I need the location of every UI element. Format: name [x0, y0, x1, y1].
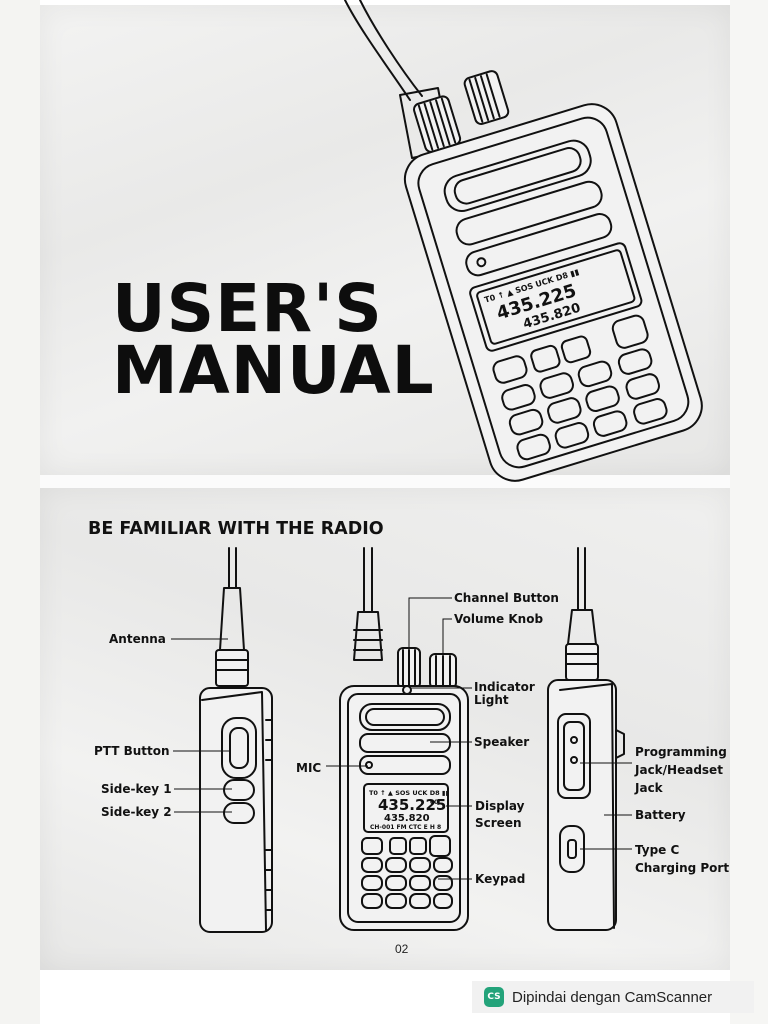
- label-ptt-button: PTT Button: [94, 744, 170, 758]
- label-indicator-light: Indicator Light: [474, 681, 535, 707]
- label-volume-knob: Volume Knob: [454, 612, 544, 626]
- label-mic: MIC: [296, 761, 322, 775]
- manual-title-line-1: USER'S: [112, 270, 383, 347]
- label-indicator-light-line-2: Light: [474, 693, 509, 707]
- scan-border-right: [730, 0, 768, 1024]
- front-screen-freq-main-suffix: 00: [430, 799, 438, 806]
- front-screen-freq-sub: 435.820: [384, 813, 430, 824]
- manual-title: USER'S MANUAL: [112, 270, 435, 409]
- section-heading: BE FAMILIAR WITH THE RADIO: [88, 519, 384, 539]
- camscanner-watermark: CS Dipindai dengan CamScanner: [472, 981, 754, 1013]
- label-display-screen-line-1: Display: [475, 799, 525, 813]
- manual-title-line-2: MANUAL: [112, 332, 435, 409]
- cover-radio-illustration: T0 ↑ ▲ SOS UCK D8 ▮▮ 435.225 435.820: [344, 0, 703, 482]
- front-screen-bottom-line: CH-001 FM CTC E H 8: [370, 824, 441, 831]
- label-battery: Battery: [635, 808, 686, 822]
- camscanner-logo-icon: CS: [484, 987, 504, 1007]
- label-type-c-port-line-2: Charging Port: [635, 861, 730, 875]
- label-speaker: Speaker: [474, 735, 530, 749]
- label-keypad: Keypad: [475, 872, 526, 886]
- label-display-screen-line-2: Screen: [475, 816, 522, 830]
- camscanner-text: Dipindai dengan CamScanner: [512, 988, 713, 1006]
- page-number: 02: [395, 942, 409, 956]
- label-indicator-light-line-1: Indicator: [474, 680, 535, 694]
- label-type-c-port-line-1: Type C: [635, 843, 680, 857]
- label-side-key-1: Side-key 1: [101, 782, 172, 796]
- label-type-c-port: Type C Charging Port: [635, 841, 729, 877]
- front-keypad-keys: [361, 835, 453, 909]
- label-programming-jack-line-3: Jack: [635, 781, 663, 795]
- front-screen-icons: T0 ↑ ▲ SOS UCK D8 ▮▮: [369, 789, 449, 797]
- sheet-fold: [40, 475, 730, 488]
- front-screen-freq-main: 435.225: [378, 796, 446, 814]
- label-side-key-2: Side-key 2: [101, 805, 172, 819]
- label-display-screen: Display Screen: [475, 798, 524, 832]
- scan-border-left: [0, 0, 40, 1024]
- label-antenna: Antenna: [109, 632, 166, 646]
- label-programming-jack: Programming Jack/Headset Jack: [635, 743, 727, 797]
- label-programming-jack-line-1: Programming: [635, 745, 727, 759]
- label-programming-jack-line-2: Jack/Headset: [635, 763, 723, 777]
- label-channel-button: Channel Button: [454, 591, 559, 605]
